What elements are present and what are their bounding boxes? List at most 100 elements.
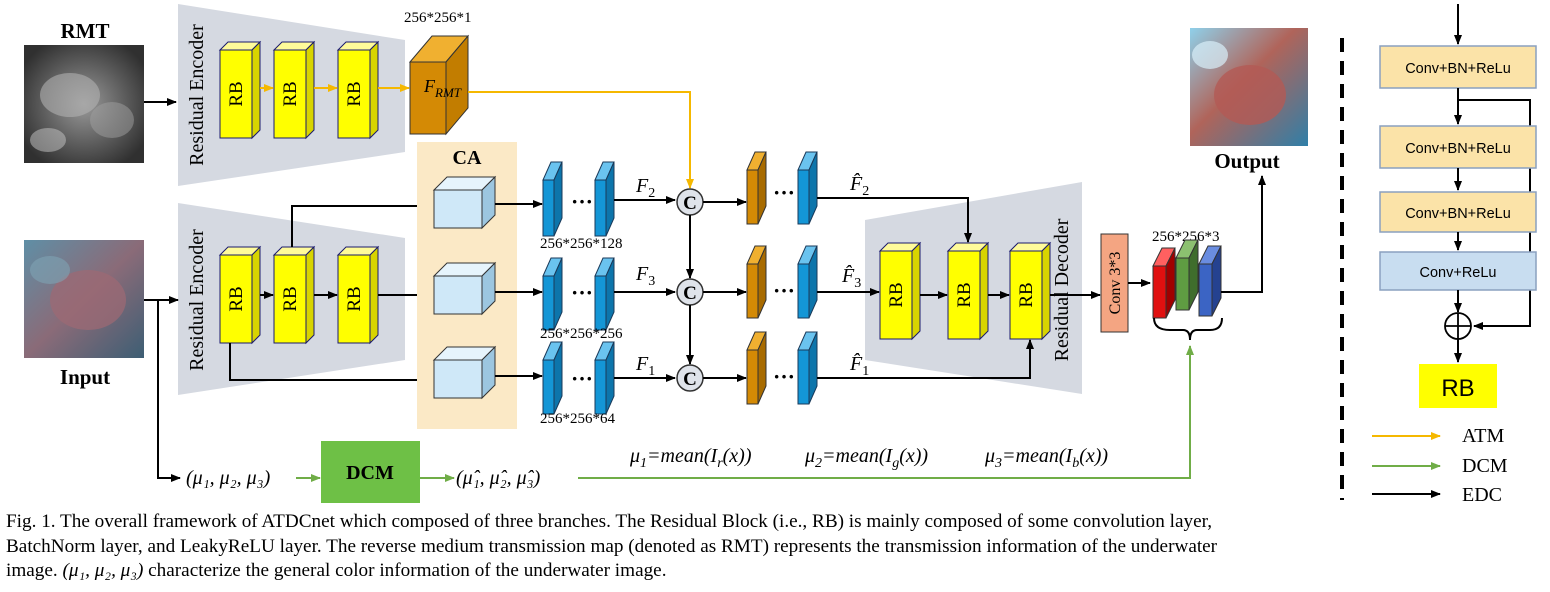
rb-layer-3: [1379, 191, 1537, 233]
Fhat2-label: F̂2: [849, 172, 869, 199]
input-image: [24, 240, 144, 358]
ellipsis: ···: [571, 189, 593, 214]
concat-node: C: [676, 278, 704, 306]
mu-tuple: (μ₁, μ₂, μ₃): [186, 467, 271, 489]
output-label: Output: [1214, 149, 1279, 173]
rb-block: RB: [878, 241, 922, 341]
mu-hat-tuple: (μ̂₁, μ̂₂, μ̂₃): [456, 467, 541, 489]
svg-text:C: C: [683, 369, 697, 390]
ellipsis: ···: [773, 278, 795, 303]
feature-map: [797, 331, 818, 405]
caption-line-2: BatchNorm layer, and LeakyReLU layer. Th…: [6, 535, 1218, 557]
ca-cube: [432, 261, 497, 316]
F3-label: F3: [635, 263, 655, 289]
feature-map: [797, 151, 818, 225]
rb-block: RB: [946, 241, 990, 341]
frmt-label: FRMT: [423, 76, 462, 100]
rmt-label: RMT: [61, 19, 110, 43]
rb-block: RB: [336, 245, 380, 345]
rb-block: RB: [218, 40, 262, 140]
fused-feature-map: [746, 151, 767, 225]
rb-block: RB: [1008, 241, 1052, 341]
caption-line-3: image. (μ₁, μ₂, μ₃) characterize the gen…: [6, 560, 667, 581]
mu3-equation: μ3=mean(Ib(x)): [984, 445, 1108, 471]
framework-diagram: RMT Input Output Residual Encoder RB RB …: [24, 4, 1537, 506]
concat-node: C: [676, 188, 704, 216]
out-dim: 256*256*3: [1152, 229, 1220, 245]
feature-map: [594, 161, 615, 237]
svg-text:RB: RB: [1016, 282, 1037, 307]
frmt-feature-map: [408, 34, 470, 136]
fused-feature-map: [746, 331, 767, 405]
svg-text:Conv+ReLu: Conv+ReLu: [1420, 265, 1497, 281]
rmt-image: [24, 45, 144, 163]
svg-text:C: C: [683, 283, 697, 304]
ca-label: CA: [453, 147, 482, 169]
rb-block: RB: [272, 40, 316, 140]
rb-block: RB: [336, 40, 380, 140]
output-map-blue: [1198, 245, 1222, 317]
svg-text:RB: RB: [954, 282, 975, 307]
F2-label: F2: [635, 175, 655, 201]
ca-cube: [432, 345, 497, 400]
caption-line-1: Fig. 1. The overall framework of ATDCnet…: [6, 511, 1212, 532]
rb-block: RB: [272, 245, 316, 345]
dcm-block: [321, 441, 420, 503]
dcm-arrow: [578, 345, 1194, 479]
figure-caption: Fig. 1. The overall framework of ATDCnet…: [6, 510, 1544, 584]
svg-text:RB: RB: [226, 286, 247, 311]
rmt-encoder-label: Residual Encoder: [186, 24, 208, 166]
feature-map: [542, 257, 563, 331]
svg-text:Conv+BN+ReLu: Conv+BN+ReLu: [1405, 206, 1511, 222]
encoder-label: Residual Encoder: [186, 229, 208, 371]
Fhat1-label: F̂1: [849, 352, 869, 379]
dim-label: 256*256*64: [540, 411, 616, 427]
F1-label: F1: [635, 353, 655, 379]
concat-node: C: [676, 364, 704, 392]
ellipsis: ···: [773, 180, 795, 205]
svg-text:RB: RB: [226, 81, 247, 106]
decoder-label: Residual Decoder: [1051, 218, 1073, 361]
legend-atm: ATM: [1462, 425, 1504, 447]
legend: ATM DCM EDC: [1372, 425, 1508, 506]
svg-text:C: C: [683, 193, 697, 214]
frmt-dim: 256*256*1: [404, 10, 472, 26]
feature-map: [797, 245, 818, 319]
legend-edc: EDC: [1462, 484, 1502, 506]
svg-text:RB: RB: [344, 286, 365, 311]
legend-dcm: DCM: [1462, 455, 1508, 477]
feature-map: [542, 161, 563, 237]
output-map-red: [1152, 247, 1176, 319]
svg-text:Conv+BN+ReLu: Conv+BN+ReLu: [1405, 141, 1511, 157]
output-map-green: [1175, 239, 1199, 311]
sum-node: [1444, 312, 1472, 340]
svg-text:Conv+BN+ReLu: Conv+BN+ReLu: [1405, 61, 1511, 77]
svg-text:RB: RB: [344, 81, 365, 106]
Fhat3-label: F̂3: [841, 264, 861, 291]
feature-map: [594, 341, 615, 415]
svg-text:RB: RB: [280, 81, 301, 106]
ca-cube: [432, 175, 497, 230]
rb-layer-1: [1379, 45, 1537, 89]
ellipsis: ···: [571, 280, 593, 305]
dcm-label: DCM: [346, 462, 394, 484]
feature-map: [594, 257, 615, 331]
mu1-equation: μ1=mean(Ir(x)): [629, 445, 752, 471]
ellipsis: ···: [571, 366, 593, 391]
atm-arrow: [468, 91, 694, 189]
rb-block: RB: [218, 245, 262, 345]
mu2-equation: μ2=mean(Ig(x)): [804, 445, 928, 471]
ellipsis: ···: [773, 364, 795, 389]
input-label: Input: [60, 365, 110, 389]
svg-text:RB: RB: [886, 282, 907, 307]
fused-feature-map: [746, 245, 767, 319]
dim-label: 256*256*128: [540, 236, 623, 252]
rb-title: RB: [1441, 375, 1474, 402]
dim-label: 256*256*256: [540, 326, 623, 342]
feature-map: [542, 341, 563, 415]
svg-text:RB: RB: [280, 286, 301, 311]
conv33-label: Conv 3*3: [1107, 252, 1124, 315]
rb-title-box: [1419, 364, 1497, 408]
output-brace: [1153, 317, 1223, 341]
rb-layer-2: [1379, 125, 1537, 169]
